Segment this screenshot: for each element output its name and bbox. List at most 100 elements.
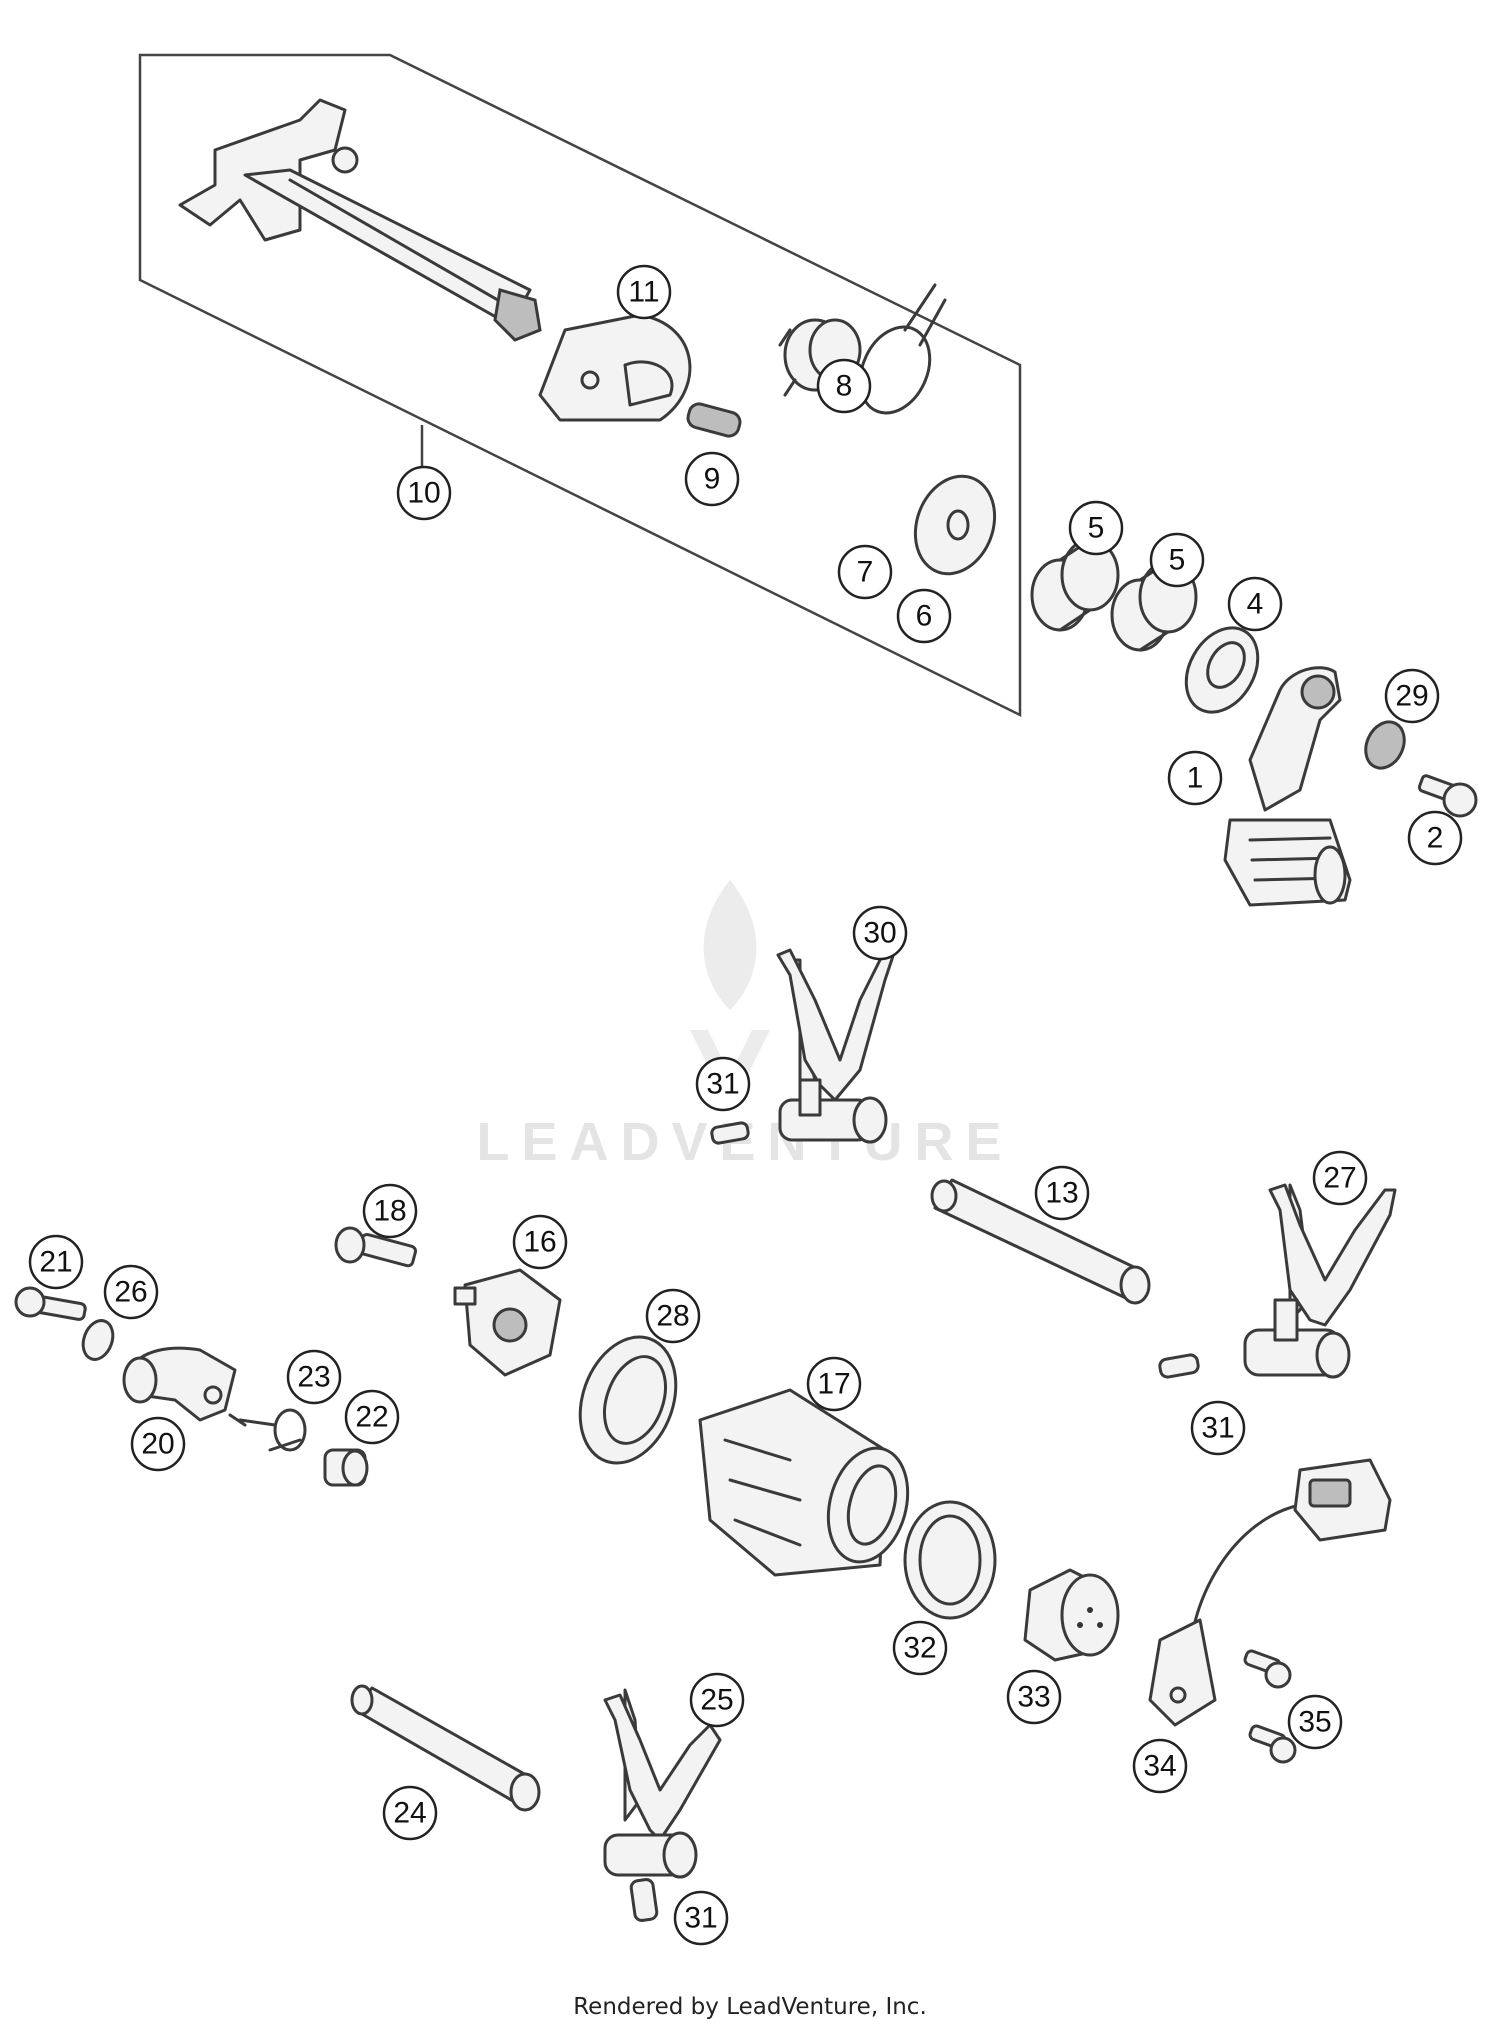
wave-washer-part bbox=[1364, 720, 1406, 770]
spring-part bbox=[686, 402, 742, 438]
callout-label: 22 bbox=[355, 1401, 388, 1434]
callout-label: 2 bbox=[1427, 822, 1444, 855]
callout-label: 23 bbox=[297, 1361, 330, 1394]
callout-16: 16 bbox=[512, 1214, 568, 1270]
shift-fork-30-part bbox=[776, 948, 897, 1144]
seal-28-part bbox=[578, 1335, 678, 1465]
callout-label: 20 bbox=[141, 1428, 174, 1461]
callout-label: 18 bbox=[373, 1195, 406, 1228]
callout-label: 33 bbox=[1017, 1681, 1050, 1714]
callout-label: 25 bbox=[700, 1684, 733, 1717]
callout-label: 16 bbox=[523, 1226, 556, 1259]
shift-lever-part bbox=[1223, 666, 1352, 907]
render-credit: Rendered by LeadVenture, Inc. bbox=[573, 1994, 927, 2020]
callout-2: 2 bbox=[1407, 810, 1463, 866]
callout-25: 25 bbox=[689, 1672, 745, 1728]
callout-24: 24 bbox=[382, 1785, 438, 1841]
shift-rail-13-part bbox=[930, 1178, 1151, 1305]
callout-5-right: 5 bbox=[1149, 532, 1205, 588]
callout-20: 20 bbox=[130, 1416, 186, 1472]
callout-label: 28 bbox=[656, 1300, 689, 1333]
callout-18: 18 bbox=[362, 1183, 418, 1239]
callout-29: 29 bbox=[1384, 668, 1440, 724]
callout-label: 9 bbox=[704, 463, 721, 496]
callout-1: 1 bbox=[1167, 750, 1223, 806]
shift-rail-24-part bbox=[350, 1684, 541, 1812]
callout-34: 34 bbox=[1132, 1738, 1188, 1794]
torsion-spring-23-part bbox=[228, 1408, 307, 1452]
gear-sensor-34-part bbox=[1148, 1458, 1392, 1727]
shift-shaft-part bbox=[178, 98, 542, 342]
callout-23: 23 bbox=[286, 1349, 342, 1405]
shift-fork-27-part bbox=[1243, 1183, 1397, 1379]
locking-lever-20-part bbox=[122, 1346, 237, 1422]
callout-6: 6 bbox=[896, 588, 952, 644]
callout-30: 30 bbox=[852, 905, 908, 961]
shift-star-16-part bbox=[453, 1268, 562, 1377]
washer-part bbox=[913, 474, 997, 576]
callout-21: 21 bbox=[28, 1234, 84, 1290]
shaft-seal-part bbox=[1184, 626, 1260, 714]
callout-label: 7 bbox=[857, 556, 874, 589]
callout-4: 4 bbox=[1227, 576, 1283, 632]
dowel-pin-31-right bbox=[1158, 1353, 1200, 1379]
callout-label: 31 bbox=[1201, 1412, 1234, 1445]
callout-label: 11 bbox=[628, 276, 659, 309]
callout-label: 4 bbox=[1247, 588, 1264, 621]
watermark-text: LEADVENTURE bbox=[476, 1112, 1013, 1172]
needle-bearing-part bbox=[1030, 538, 1120, 632]
callout-label: 17 bbox=[817, 1368, 850, 1401]
callout-label: 8 bbox=[836, 370, 853, 403]
callout-label: 34 bbox=[1143, 1750, 1176, 1783]
callout-32: 32 bbox=[892, 1620, 948, 1676]
callout-label: 21 bbox=[39, 1246, 72, 1279]
callout-28: 28 bbox=[645, 1288, 701, 1344]
callout-label: 6 bbox=[916, 600, 933, 633]
callout-label: 31 bbox=[684, 1902, 717, 1935]
callout-22: 22 bbox=[344, 1389, 400, 1445]
callout-11: 11 bbox=[616, 264, 672, 320]
callout-13: 13 bbox=[1034, 1165, 1090, 1221]
sleeve-22-part bbox=[323, 1448, 369, 1487]
shift-fork-25-part bbox=[603, 1688, 722, 1879]
callout-26: 26 bbox=[103, 1264, 159, 1320]
callout-label: 26 bbox=[114, 1276, 147, 1309]
callout-31-bottom: 31 bbox=[673, 1890, 729, 1946]
screw-35-lower bbox=[1248, 1724, 1297, 1764]
callout-label: 31 bbox=[706, 1068, 739, 1101]
bearing-32-part bbox=[903, 1500, 997, 1620]
callout-label: 30 bbox=[863, 917, 896, 950]
bolt-21-part bbox=[14, 1286, 87, 1321]
callout-31-right: 31 bbox=[1190, 1400, 1246, 1456]
bearing-33-part bbox=[1023, 1568, 1120, 1662]
lever-bolt-part bbox=[1417, 774, 1478, 818]
screw-35-upper bbox=[1243, 1649, 1292, 1689]
callout-9: 9 bbox=[684, 451, 740, 507]
callout-31-top: 31 bbox=[695, 1056, 751, 1112]
callout-label: 1 bbox=[1187, 762, 1204, 795]
callout-label: 10 bbox=[407, 477, 440, 510]
callout-label: 24 bbox=[393, 1797, 426, 1830]
callout-7: 7 bbox=[837, 544, 893, 600]
shift-drum-17-part bbox=[698, 1388, 910, 1577]
dowel-pin-31-bottom bbox=[629, 1878, 659, 1922]
callout-label: 27 bbox=[1323, 1162, 1356, 1195]
clip-spring-part bbox=[858, 283, 947, 415]
callout-label: 29 bbox=[1395, 680, 1428, 713]
callout-label: 35 bbox=[1298, 1706, 1331, 1739]
callout-8: 8 bbox=[816, 358, 872, 414]
callout-35: 35 bbox=[1287, 1694, 1343, 1750]
callout-label: 5 bbox=[1088, 512, 1105, 545]
shift-plate-part bbox=[538, 313, 692, 422]
callout-label: 13 bbox=[1045, 1177, 1078, 1210]
callout-5-left: 5 bbox=[1068, 500, 1124, 556]
callout-27: 27 bbox=[1312, 1150, 1368, 1206]
dowel-pin-31-top bbox=[710, 1121, 750, 1145]
callout-label: 5 bbox=[1169, 544, 1186, 577]
bolt-18-part bbox=[334, 1226, 418, 1268]
washer-26-part bbox=[81, 1319, 115, 1361]
shift-shaft-assembly-panel bbox=[138, 53, 1022, 718]
callout-33: 33 bbox=[1006, 1669, 1062, 1725]
callout-17: 17 bbox=[806, 1356, 862, 1412]
